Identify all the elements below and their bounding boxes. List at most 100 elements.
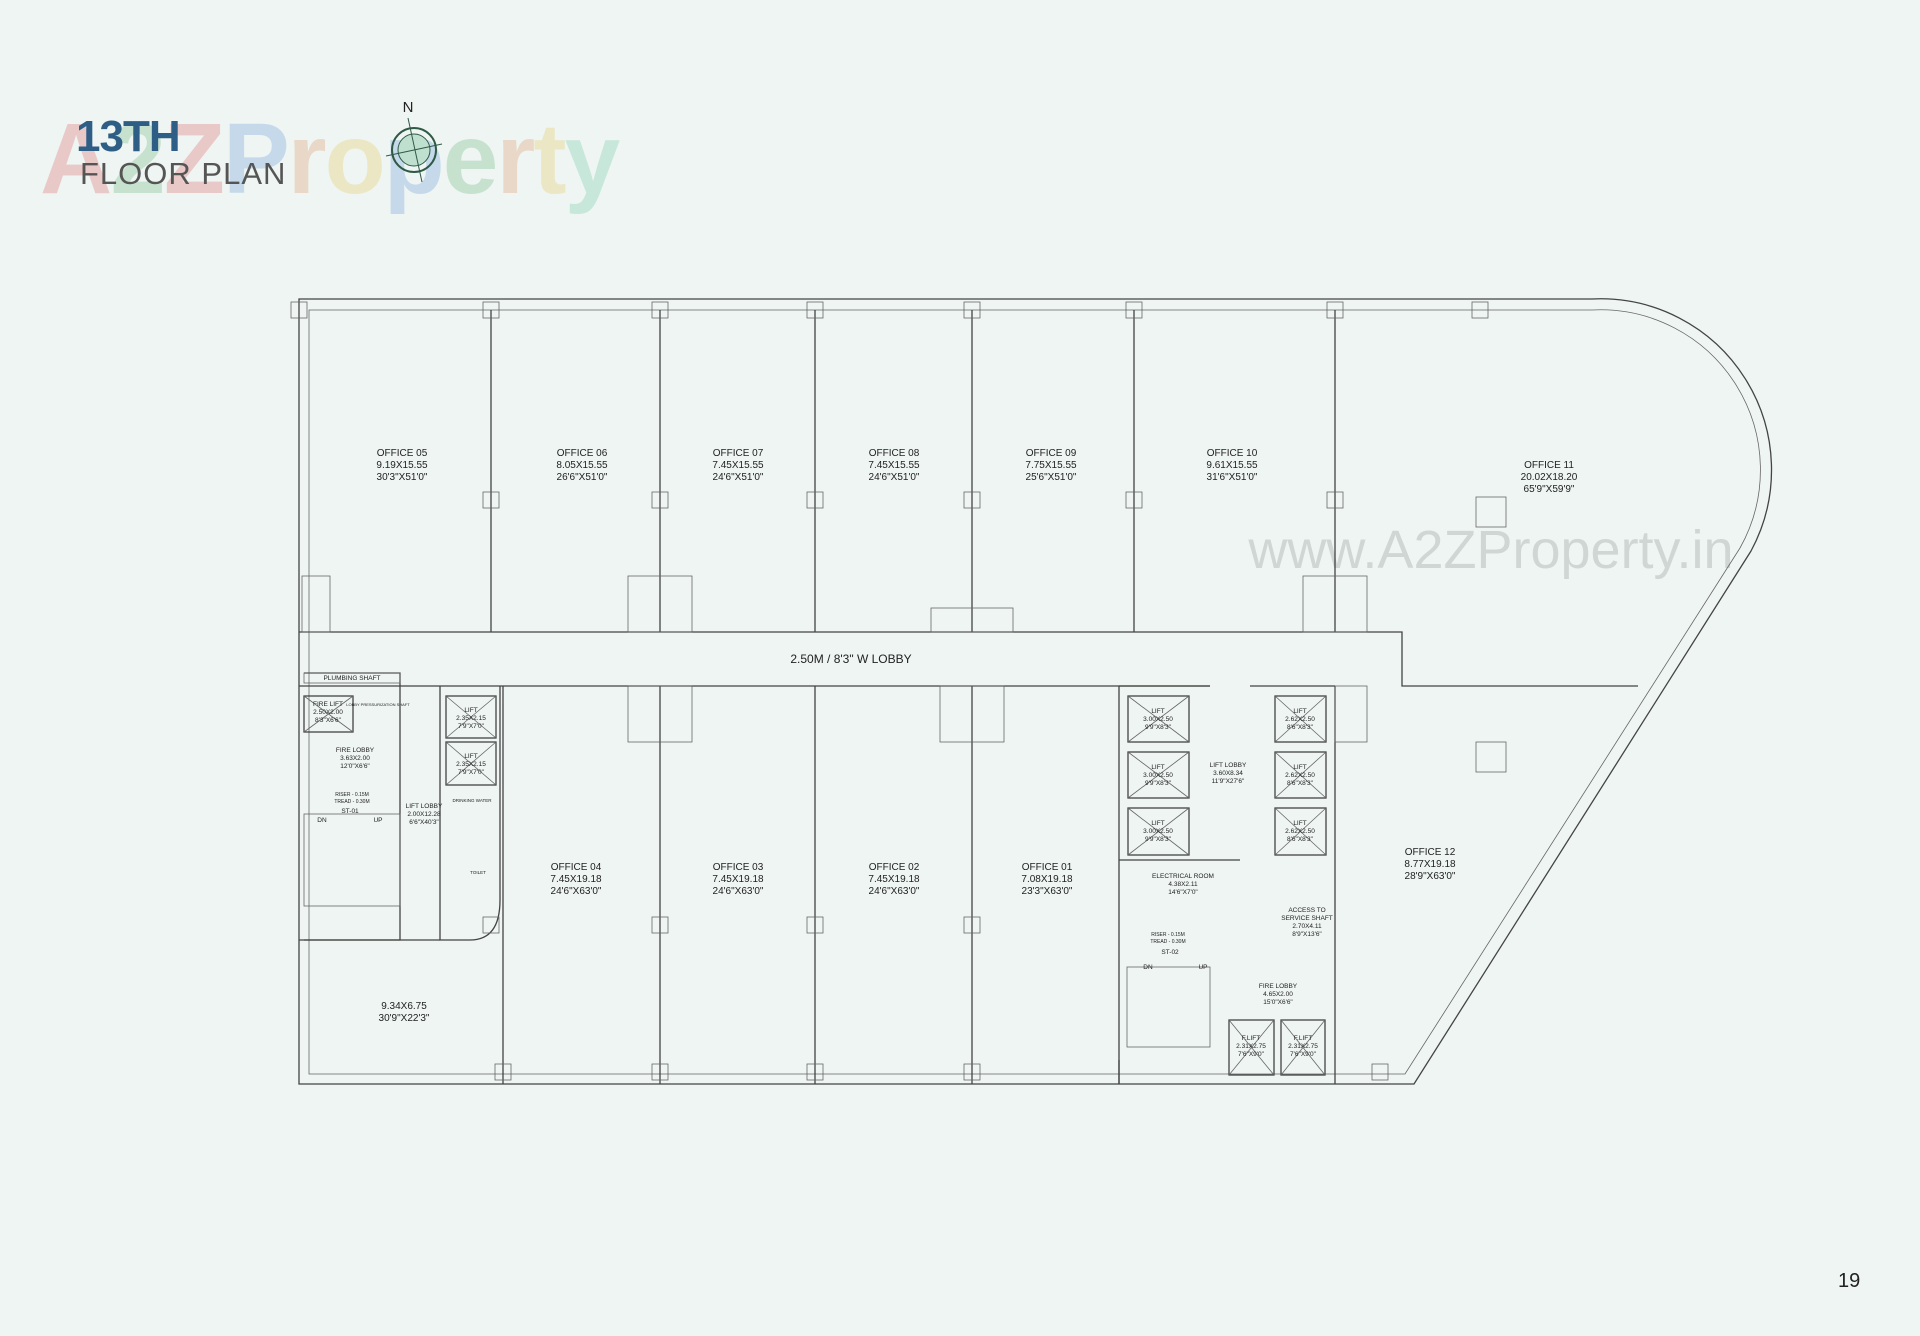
svg-text:2.00X12.28: 2.00X12.28 — [407, 811, 441, 818]
svg-text:LIFT: LIFT — [1293, 708, 1306, 715]
svg-text:F.LIFT: F.LIFT — [1294, 1035, 1312, 1042]
svg-text:9'9"X8'3": 9'9"X8'3" — [1145, 724, 1172, 731]
column — [651, 491, 669, 509]
svg-text:24'6"X51'0": 24'6"X51'0" — [713, 472, 764, 483]
svg-text:DRINKING WATER: DRINKING WATER — [453, 798, 493, 803]
svg-text:OFFICE 04: OFFICE 04 — [551, 862, 602, 873]
column — [1475, 496, 1507, 528]
svg-text:2.62X2.50: 2.62X2.50 — [1285, 772, 1315, 779]
svg-text:2.35X2.15: 2.35X2.15 — [456, 715, 486, 722]
svg-text:65'9"X59'9": 65'9"X59'9" — [1524, 484, 1575, 495]
svg-text:3.63X2.00: 3.63X2.00 — [340, 755, 370, 762]
lift-shaft — [1228, 1019, 1275, 1076]
svg-text:8'6"X8'3": 8'6"X8'3" — [1287, 836, 1314, 843]
svg-text:7'6"X9'0": 7'6"X9'0" — [1290, 1051, 1317, 1058]
svg-text:28'9"X63'0": 28'9"X63'0" — [1405, 871, 1456, 882]
svg-text:12'0"X6'6": 12'0"X6'6" — [340, 763, 370, 770]
svg-text:3.00X2.50: 3.00X2.50 — [1143, 716, 1173, 723]
lift-shaft — [1274, 751, 1327, 799]
svg-text:TREAD - 0.30M: TREAD - 0.30M — [1150, 939, 1185, 945]
column — [1475, 741, 1507, 773]
floor-subtitle: FLOOR PLAN — [80, 156, 287, 191]
column — [963, 491, 981, 509]
column — [963, 1063, 981, 1081]
svg-text:RISER - 0.15M: RISER - 0.15M — [335, 792, 369, 798]
svg-text:7.45X19.18: 7.45X19.18 — [550, 874, 602, 885]
partitions — [299, 310, 1638, 1084]
svg-text:9'9"X8'3": 9'9"X8'3" — [1145, 836, 1172, 843]
svg-text:FIRE LOBBY: FIRE LOBBY — [1259, 983, 1298, 990]
svg-text:OFFICE 05: OFFICE 05 — [377, 448, 428, 459]
column — [1125, 491, 1143, 509]
svg-text:25'6"X51'0": 25'6"X51'0" — [1026, 472, 1077, 483]
svg-text:26'6"X51'0": 26'6"X51'0" — [557, 472, 608, 483]
column — [806, 916, 824, 934]
svg-text:8.77X19.18: 8.77X19.18 — [1404, 859, 1456, 870]
svg-text:14'6"X7'0": 14'6"X7'0" — [1168, 889, 1198, 896]
column — [1371, 1063, 1389, 1081]
left-core: PLUMBING SHAFT FIRE LIFT 2.50X2.00 8'3"X… — [313, 675, 492, 875]
column — [963, 916, 981, 934]
column — [482, 916, 500, 934]
lift-shaft — [1127, 695, 1190, 743]
column — [651, 301, 669, 319]
svg-text:24'6"X63'0": 24'6"X63'0" — [551, 886, 602, 897]
svg-text:2.62X2.50: 2.62X2.50 — [1285, 716, 1315, 723]
svg-text:F.LIFT: F.LIFT — [1242, 1035, 1260, 1042]
column — [494, 1063, 512, 1081]
page-number: 19 — [1838, 1270, 1861, 1292]
svg-text:OFFICE 06: OFFICE 06 — [557, 448, 608, 459]
svg-text:8'3"X6'6": 8'3"X6'6" — [315, 717, 342, 724]
svg-text:15'0"X6'6": 15'0"X6'6" — [1263, 999, 1293, 1006]
svg-text:7.45X15.55: 7.45X15.55 — [712, 460, 764, 471]
svg-text:TOILET: TOILET — [470, 870, 486, 875]
lift-shaft — [1280, 1019, 1326, 1076]
svg-text:2.50X2.00: 2.50X2.00 — [313, 709, 343, 716]
svg-text:7'9"X7'0": 7'9"X7'0" — [458, 723, 485, 730]
svg-text:8'6"X8'3": 8'6"X8'3" — [1287, 724, 1314, 731]
svg-text:8'9"X13'6": 8'9"X13'6" — [1292, 931, 1322, 938]
svg-text:3.00X2.50: 3.00X2.50 — [1143, 772, 1173, 779]
svg-text:OFFICE 12: OFFICE 12 — [1405, 847, 1456, 858]
svg-text:31'6"X51'0": 31'6"X51'0" — [1207, 472, 1258, 483]
svg-text:FIRE LOBBY: FIRE LOBBY — [336, 747, 375, 754]
svg-text:ACCESS TO: ACCESS TO — [1288, 907, 1325, 914]
svg-text:DN: DN — [1143, 964, 1153, 971]
svg-text:8.05X15.55: 8.05X15.55 — [556, 460, 608, 471]
svg-text:LIFT: LIFT — [1151, 708, 1164, 715]
column — [290, 301, 308, 319]
compass-north: N — [403, 99, 414, 116]
svg-text:30'9"X22'3": 30'9"X22'3" — [379, 1013, 430, 1024]
svg-text:9.34X6.75: 9.34X6.75 — [381, 1001, 427, 1012]
svg-text:2.62X2.50: 2.62X2.50 — [1285, 828, 1315, 835]
svg-text:2.31X2.75: 2.31X2.75 — [1288, 1043, 1318, 1050]
column — [806, 491, 824, 509]
svg-text:UP: UP — [1198, 964, 1207, 971]
svg-text:LIFT: LIFT — [464, 707, 477, 714]
svg-text:RISER - 0.15M: RISER - 0.15M — [1151, 932, 1185, 938]
compass-icon: N — [385, 99, 443, 183]
column — [482, 301, 500, 319]
svg-text:7'9"X7'0": 7'9"X7'0" — [458, 769, 485, 776]
column — [963, 301, 981, 319]
svg-text:7.75X15.55: 7.75X15.55 — [1025, 460, 1077, 471]
column — [806, 1063, 824, 1081]
svg-text:SERVICE SHAFT: SERVICE SHAFT — [1281, 915, 1333, 922]
lift-shaft — [1274, 695, 1327, 743]
svg-text:UP: UP — [373, 817, 382, 824]
svg-text:7.08X19.18: 7.08X19.18 — [1021, 874, 1073, 885]
lift-shafts — [303, 695, 1327, 1076]
outer-walls — [298, 298, 1773, 1085]
svg-text:30'3"X51'0": 30'3"X51'0" — [377, 472, 428, 483]
structural-columns — [290, 301, 1507, 1081]
svg-text:9'9"X8'3": 9'9"X8'3" — [1145, 780, 1172, 787]
column — [1125, 301, 1143, 319]
